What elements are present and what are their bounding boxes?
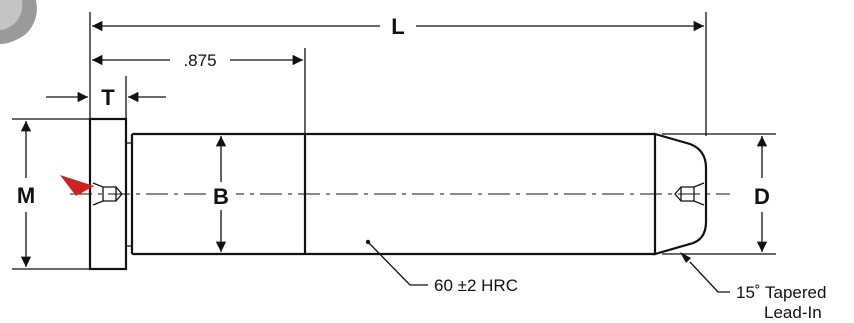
hardness-note: 60 ±2 HRC xyxy=(434,276,518,295)
dim-t-label: T xyxy=(101,85,115,110)
pin-outline xyxy=(70,117,730,271)
dim-d-label: D xyxy=(754,184,770,209)
taper-note-line2: Lead-In xyxy=(764,303,822,322)
taper-callout: 15˚ Tapered Lead-In xyxy=(680,252,826,322)
taper-note-line1: 15˚ Tapered xyxy=(736,283,826,302)
dimension-l: L xyxy=(89,12,707,136)
dim-l-label: L xyxy=(391,14,404,39)
dim-m-label: M xyxy=(17,183,35,208)
dim-shoulder-label: .875 xyxy=(183,51,216,70)
dim-b-label: B xyxy=(213,184,229,209)
dimension-d: D xyxy=(662,133,776,255)
dimension-shoulder: .875 xyxy=(92,48,306,134)
dimension-m: M xyxy=(12,118,90,270)
pin-body xyxy=(130,132,655,256)
dimension-t: T xyxy=(46,76,166,119)
hardness-callout: 60 ±2 HRC xyxy=(365,239,518,295)
datum-marker-icon xyxy=(60,175,94,196)
corner-photo-fragment xyxy=(0,0,37,44)
dimension-b: B xyxy=(206,135,236,253)
pin-tapered-tip xyxy=(653,132,708,256)
